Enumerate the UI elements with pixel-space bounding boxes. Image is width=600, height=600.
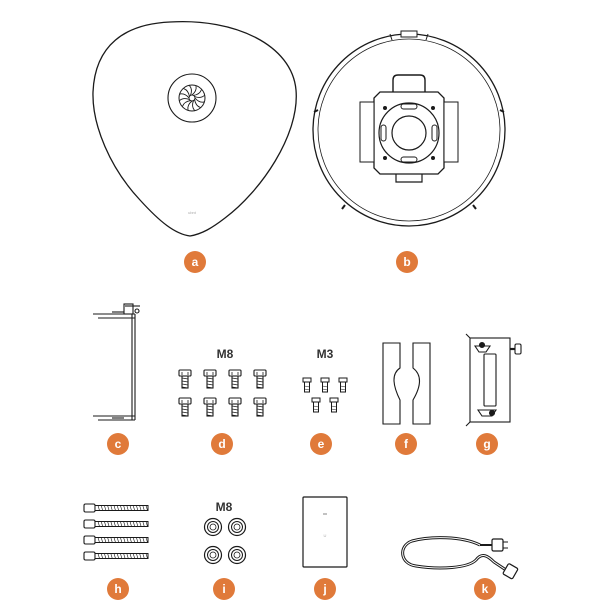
bolt [203,369,217,389]
clamp-brackets-icon [382,342,431,425]
long-bolt [83,519,149,529]
dish-reflector-back-icon [312,30,506,227]
long-bolt [83,551,149,561]
bolt [253,397,267,417]
bolt [253,369,267,389]
screw [338,377,348,393]
m8-bolts-icon [178,369,267,417]
svg-text:f: f [404,437,409,451]
screw [311,397,321,413]
svg-text:i: i [222,582,225,596]
ethernet-cable-icon [401,536,519,580]
part-label-a: a [184,251,206,273]
bolt [178,369,192,389]
part-label-j: j [314,578,336,600]
nut [227,545,247,565]
screw [302,377,312,393]
part-label-c: c [107,433,129,455]
svg-text:j: j [322,582,326,596]
m8-nuts-size-label: M8 [216,500,233,514]
nut [203,545,223,565]
screw [320,377,330,393]
m8-bolts-size-label: M8 [217,347,234,361]
part-label-k: k [474,578,496,600]
part-label-i: i [213,578,235,600]
part-label-g: g [476,433,498,455]
svg-text:d: d [218,437,225,451]
long-bolt [83,503,149,513]
part-label-f: f [395,433,417,455]
part-label-d: d [211,433,233,455]
bolt [203,397,217,417]
part-label-b: b [396,251,418,273]
svg-text:c: c [115,437,122,451]
pole-bracket-icon [93,303,140,421]
bolt [178,397,192,417]
m3-screws-icon [302,377,348,413]
part-label-h: h [107,578,129,600]
bolt [228,369,242,389]
dish-reflector-front-icon: ubnt [92,20,297,237]
svg-text:U: U [324,533,327,538]
long-bolt [83,535,149,545]
nut [227,517,247,537]
svg-text:g: g [483,437,490,451]
nut [203,517,223,537]
mount-plate-icon [465,333,522,427]
poe-adapter-icon: U [302,496,348,568]
screw [329,397,339,413]
m8-nuts-icon [203,517,247,565]
svg-text:e: e [318,437,325,451]
svg-text:ubnt: ubnt [188,210,197,215]
svg-text:k: k [482,582,489,596]
bolt [228,397,242,417]
m3-screws-size-label: M3 [317,347,334,361]
long-bolts-icon [83,503,149,561]
svg-text:h: h [114,582,121,596]
svg-text:b: b [403,255,410,269]
svg-text:a: a [192,255,199,269]
part-label-e: e [310,433,332,455]
